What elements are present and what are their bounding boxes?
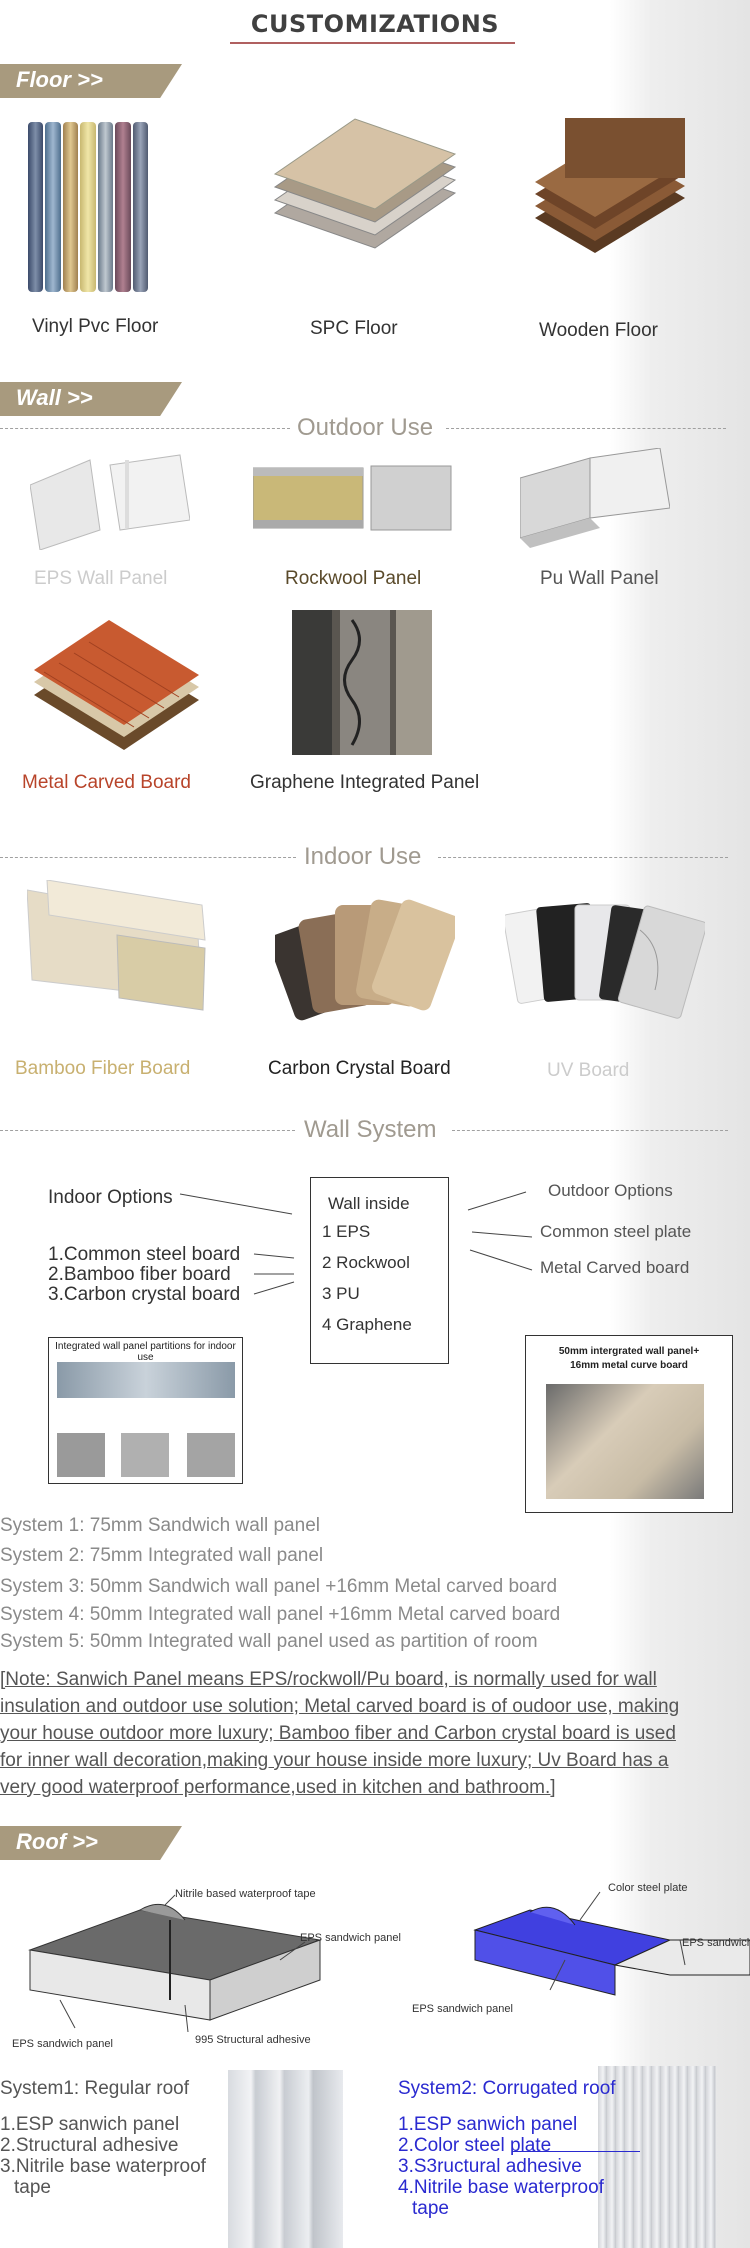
system1-roof-item-1: 1.ESP sanwich panel — [0, 2114, 180, 2135]
wall-tag-label: Wall >> — [16, 385, 93, 410]
indoor-use-heading: Indoor Use — [304, 843, 422, 870]
system-4: System 4: 50mm Integrated wall panel +16… — [0, 1604, 561, 1625]
note-line-2: insulation and outdoor use solution; Met… — [0, 1696, 680, 1717]
pu-panel-image — [519, 447, 671, 548]
corrugated-roof-diagram — [473, 1891, 750, 1996]
wall-section-tag: Wall >> — [0, 382, 182, 416]
roof-tag-label: Roof >> — [16, 1829, 98, 1854]
outdoor-use-heading: Outdoor Use — [297, 414, 434, 441]
note-line-1: [Note: Sanwich Panel means EPS/rockwoll/… — [0, 1669, 657, 1690]
note-paragraph: [Note: Sanwich Panel means EPS/rockwoll/… — [0, 1666, 730, 1801]
indoor-partition-caption: Integrated wall panel partitions for ind… — [55, 1341, 236, 1363]
vinyl-floor-image — [28, 122, 148, 292]
system1-roof-item-4: tape — [14, 2177, 51, 2198]
carbon-crystal-image — [268, 895, 460, 1025]
indoor-partition-image: Integrated wall panel partitions for ind… — [48, 1337, 243, 1484]
wooden-floor-label: Wooden Floor — [539, 320, 658, 341]
vinyl-floor-label: Vinyl Pvc Floor — [32, 316, 159, 337]
system1-roof-item-2: 2.Structural adhesive — [0, 2135, 179, 2156]
outdoor-options-label: Outdoor Options — [548, 1181, 673, 1200]
wall-inside-title: Wall inside — [328, 1194, 410, 1213]
roof-section-tag: Roof >> — [0, 1826, 182, 1860]
system2-roof-item-2: 2.Color steel plate — [398, 2135, 552, 2156]
rockwool-panel-label: Rockwool Panel — [285, 568, 422, 589]
indoor-option-2: 2.Bamboo fiber board — [48, 1264, 231, 1285]
graphene-panel-image — [292, 610, 432, 755]
note-line-3: your house outdoor more luxury; Bamboo f… — [0, 1723, 676, 1744]
wall-system-divider: Wall System — [0, 1116, 750, 1146]
regular-roof-photo — [228, 2070, 343, 2248]
metal-carved-label: Metal Carved Board — [22, 772, 191, 793]
system2-roof-title: System2: Corrugated roof — [398, 2078, 616, 2099]
bamboo-board-label: Bamboo Fiber Board — [15, 1058, 191, 1079]
system2-pointer-line — [512, 2151, 640, 2152]
wall-inside-item-3: 3 PU — [322, 1284, 360, 1303]
indoor-option-3: 3.Carbon crystal board — [48, 1284, 241, 1305]
system-3: System 3: 50mm Sandwich wall panel +16mm… — [0, 1576, 558, 1597]
wall-inside-box: Wall inside 1 EPS 2 Rockwool 3 PU 4 Grap… — [310, 1177, 449, 1364]
wall-inside-item-4: 4 Graphene — [322, 1315, 412, 1334]
system-1: System 1: 75mm Sandwich wall panel — [0, 1515, 320, 1536]
wooden-floor-image — [525, 118, 695, 258]
integrated-panel-caption-1: 50mm intergrated wall panel+ — [558, 1346, 700, 1357]
background-band — [610, 0, 750, 2248]
outdoor-use-divider: Outdoor Use — [0, 414, 750, 444]
note-line-4: for inner wall decoration,making your ho… — [0, 1750, 669, 1771]
eps-panel-label: EPS Wall Panel — [34, 568, 168, 589]
regular-roof-diagram — [28, 1894, 322, 2033]
floor-tag-label: Floor >> — [16, 67, 103, 92]
integrated-panel-caption-2: 16mm metal curve board — [570, 1360, 688, 1371]
roof-label-eps-right: EPS sandwich panel — [300, 1932, 401, 1944]
system2-roof-list: System2: Corrugated roof 1.ESP sanwich p… — [398, 2078, 616, 2219]
page-title: CUSTOMIZATIONS — [250, 10, 500, 38]
bamboo-board-image — [26, 879, 207, 1015]
rockwool-panel-image — [252, 458, 453, 538]
spc-floor-image — [255, 118, 465, 258]
wall-system-connector-lines — [179, 1191, 533, 1295]
integrated-panel-image: 50mm intergrated wall panel+ 16mm metal … — [525, 1335, 733, 1513]
metal-carved-image — [34, 620, 199, 755]
partition-panel-strip — [57, 1362, 235, 1398]
partition-detail-1 — [57, 1433, 105, 1477]
roof-label-eps-bottom: EPS sandwich panel — [412, 2003, 513, 2015]
eps-panel-image — [29, 450, 191, 551]
corrugated-roof-photo — [598, 2066, 716, 2248]
carbon-crystal-label: Carbon Crystal Board — [268, 1058, 451, 1079]
system1-roof-title: System1: Regular roof — [0, 2078, 190, 2099]
system1-roof-item-3: 3.Nitrile base waterproof — [0, 2156, 206, 2177]
system2-roof-item-5: tape — [412, 2198, 449, 2219]
system-2: System 2: 75mm Integrated wall panel — [0, 1545, 324, 1566]
indoor-use-divider: Indoor Use — [0, 843, 750, 873]
uv-board-image — [502, 900, 708, 1030]
note-line-5: very good waterproof performance,used in… — [0, 1777, 556, 1798]
roof-label-eps-left: EPS sandwich panel — [12, 2038, 113, 2050]
graphene-panel-label: Graphene Integrated Panel — [250, 772, 480, 793]
pu-panel-label: Pu Wall Panel — [540, 568, 659, 589]
partition-detail-3 — [187, 1433, 235, 1477]
roof-label-plate: Color steel plate — [608, 1882, 688, 1894]
system-5: System 5: 50mm Integrated wall panel use… — [0, 1631, 538, 1652]
uv-board-label: UV Board — [547, 1060, 630, 1081]
roof-label-eps-sandwich: EPS sandwich — [682, 1937, 750, 1949]
spc-floor-label: SPC Floor — [310, 318, 398, 339]
wall-system-heading: Wall System — [304, 1116, 437, 1143]
system2-roof-item-1: 1.ESP sanwich panel — [398, 2114, 578, 2135]
system2-roof-item-4: 4.Nitrile base waterproof — [398, 2177, 604, 2198]
indoor-option-1: 1.Common steel board — [48, 1244, 241, 1265]
wall-inside-item-2: 2 Rockwool — [322, 1253, 410, 1272]
outdoor-option-1: Common steel plate — [540, 1222, 692, 1241]
system2-roof-item-3: 3.S3ructural adhesive — [398, 2156, 582, 2177]
title-underline — [230, 42, 515, 44]
wall-inside-item-1: 1 EPS — [322, 1222, 371, 1241]
roof-label-tape: Nitrile based waterproof tape — [175, 1888, 316, 1900]
floor-section-tag: Floor >> — [0, 64, 182, 98]
integrated-panel-photo — [546, 1384, 704, 1499]
roof-label-adhesive: 995 Structural adhesive — [195, 2034, 311, 2046]
outdoor-option-2: Metal Carved board — [540, 1258, 690, 1277]
partition-detail-2 — [121, 1433, 169, 1477]
indoor-options-label: Indoor Options — [48, 1187, 173, 1208]
system1-roof-list: System1: Regular roof 1.ESP sanwich pane… — [0, 2078, 206, 2198]
